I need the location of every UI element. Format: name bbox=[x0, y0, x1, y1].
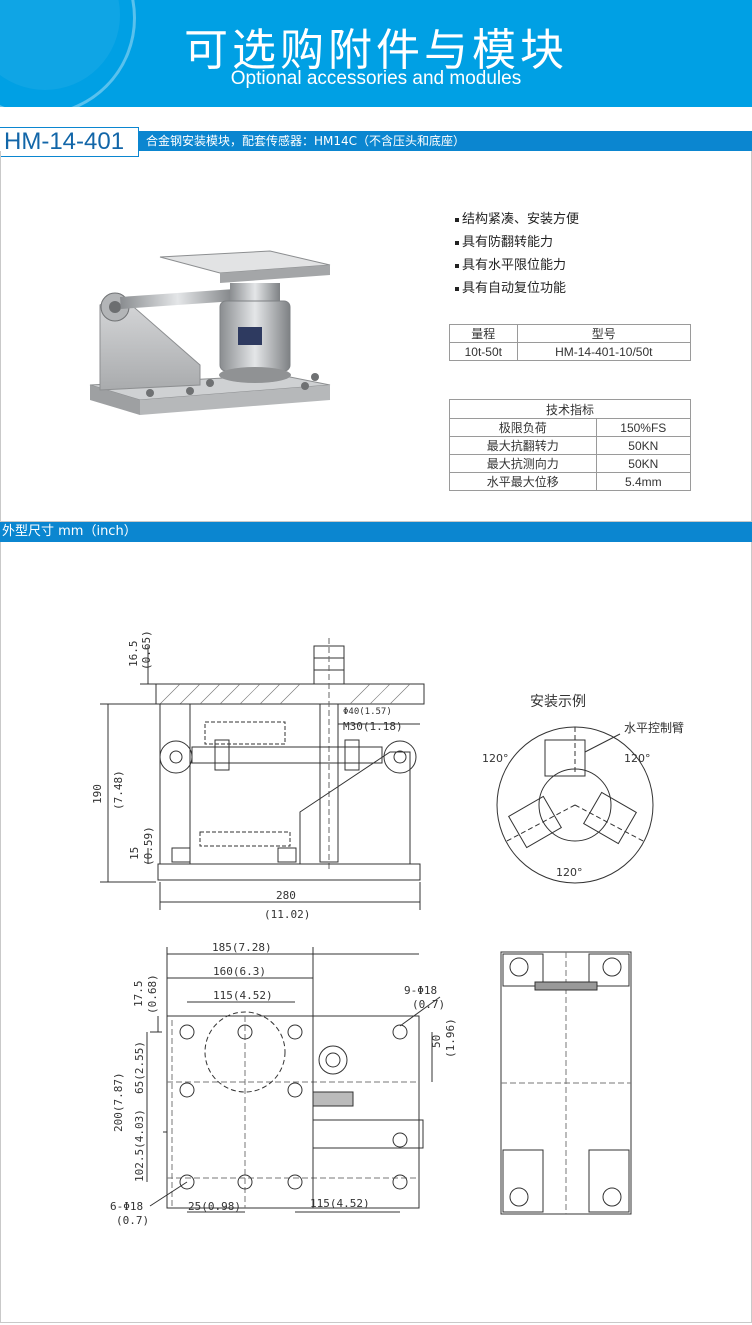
hole-9-inch: (0.7) bbox=[412, 998, 445, 1011]
banner-subtitle: Optional accessories and modules bbox=[230, 68, 522, 89]
dim-0-65: (0.65) bbox=[140, 630, 153, 670]
feature-item: 具有自动复位功能 bbox=[455, 277, 579, 300]
dim-102-5: 102.5(4.03) bbox=[133, 1109, 146, 1182]
dim-1-96: (1.96) bbox=[444, 1018, 457, 1058]
feature-item: 结构紧凑、安装方便 bbox=[455, 208, 579, 231]
dim-16-5: 16.5 bbox=[127, 641, 140, 668]
model-value: HM-14-401-10/50t bbox=[516, 342, 692, 361]
range-table: 量程 型号 10t-50t HM-14-401-10/50t bbox=[449, 324, 692, 361]
dim-7-48: (7.48) bbox=[112, 770, 125, 810]
product-photo bbox=[89, 250, 331, 415]
dim-280: 280 bbox=[276, 889, 296, 902]
angle-right: 120° bbox=[624, 752, 651, 765]
hole-6-inch: (0.7) bbox=[116, 1214, 149, 1227]
dim-115b: 115(4.52) bbox=[310, 1197, 370, 1210]
bullet-icon bbox=[455, 217, 459, 222]
dim-200: 200(7.87) bbox=[112, 1072, 125, 1132]
bullet-icon bbox=[455, 263, 459, 268]
dim-m30: M30(1.18) bbox=[343, 720, 403, 733]
angle-left: 120° bbox=[482, 752, 509, 765]
product-bar bbox=[0, 131, 752, 151]
hole-9: 9-Φ18 bbox=[404, 984, 437, 997]
dim-0-59: (0.59) bbox=[142, 826, 155, 866]
dim-185: 185(7.28) bbox=[212, 941, 272, 954]
bullet-icon bbox=[455, 240, 459, 245]
hole-6: 6-Φ18 bbox=[110, 1200, 143, 1213]
dim-50: 50 bbox=[430, 1035, 443, 1048]
tech-table-title: 技术指标 bbox=[449, 399, 691, 419]
feature-item: 具有防翻转能力 bbox=[455, 231, 579, 254]
dim-160: 160(6.3) bbox=[213, 965, 266, 978]
feature-item: 具有水平限位能力 bbox=[455, 254, 579, 277]
bullet-icon bbox=[455, 286, 459, 291]
dim-11-02: (11.02) bbox=[264, 908, 310, 921]
range-header: 量程 bbox=[449, 324, 518, 343]
dim-0-68: (0.68) bbox=[146, 974, 159, 1014]
dimensions-bar bbox=[0, 522, 752, 542]
dim-190: 190 bbox=[91, 784, 104, 804]
technical-drawing: 16.5 (0.65) 190 (7.48) 15 (0.59) Φ40(1.5… bbox=[91, 630, 684, 1227]
dim-phi40: Φ40(1.57) bbox=[343, 707, 392, 717]
dim-15: 15 bbox=[128, 847, 141, 860]
model-label: HM-14-401 bbox=[0, 127, 140, 157]
dimensions-title: 外型尺寸 mm（inch） bbox=[2, 524, 137, 539]
dim-115a: 115(4.52) bbox=[213, 989, 273, 1002]
arm-label: 水平控制臂 bbox=[624, 721, 684, 735]
range-value: 10t-50t bbox=[449, 342, 518, 361]
install-title: 安装示例 bbox=[530, 694, 586, 710]
dim-25: 25(0.98) bbox=[188, 1200, 241, 1213]
header-banner: 可选购附件与模块 Optional accessories and module… bbox=[0, 0, 752, 107]
dim-17-5: 17.5 bbox=[132, 981, 145, 1008]
banner-title: 可选购附件与模块 bbox=[184, 25, 568, 76]
dim-65: 65(2.55) bbox=[133, 1041, 146, 1094]
product-description: 合金钢安装模块，配套传感器：HM14C（不含压头和底座） bbox=[146, 134, 466, 148]
model-header: 型号 bbox=[516, 324, 692, 343]
angle-bottom: 120° bbox=[556, 866, 583, 879]
feature-list: 结构紧凑、安装方便 具有防翻转能力 具有水平限位能力 具有自动复位功能 bbox=[455, 208, 579, 300]
